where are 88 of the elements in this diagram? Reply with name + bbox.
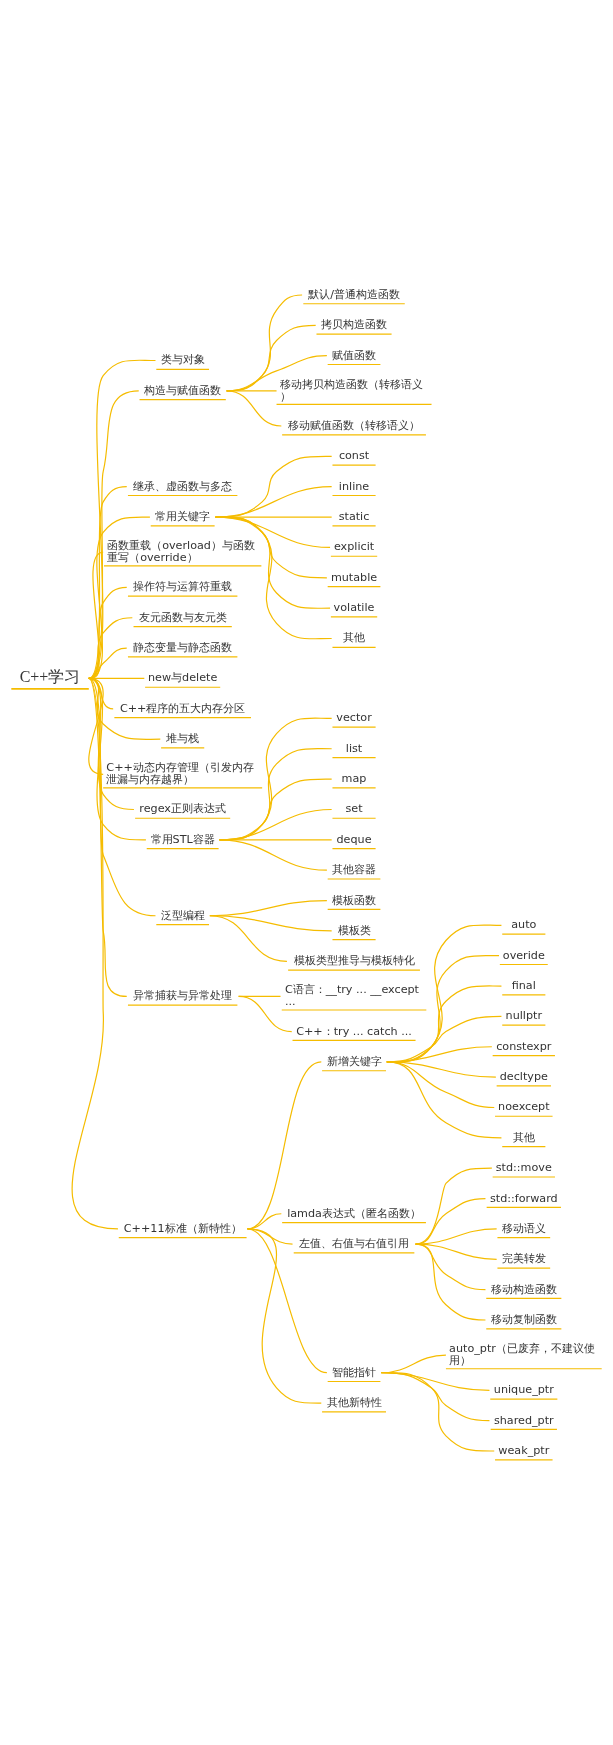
node-text: C++程序的五大内存分区	[119, 701, 246, 715]
connector	[414, 1243, 498, 1260]
connector	[88, 677, 157, 916]
node-text: 其他新特性	[326, 1395, 382, 1409]
node-text: 堆与栈	[166, 731, 200, 745]
node-text: 移动赋值函数（转移语义）	[288, 418, 421, 432]
connector	[88, 586, 128, 679]
node-text: 其他	[343, 630, 366, 644]
node-text: inline	[338, 479, 370, 493]
connector	[414, 1243, 487, 1321]
connector	[214, 515, 333, 639]
node-text: 完美转发	[501, 1251, 546, 1265]
node-text: final	[511, 978, 536, 992]
node-text: 新增关键字	[326, 1054, 382, 1068]
node-text: 类与对象	[160, 352, 205, 366]
connector	[386, 1060, 503, 1138]
connector	[88, 677, 104, 775]
node-text: shared_ptr	[493, 1413, 554, 1427]
connector	[218, 838, 328, 871]
node-text: 构造与赋值函数	[144, 383, 222, 397]
node-text: const	[338, 448, 370, 462]
node-text: C++学习	[19, 667, 81, 685]
node-text: list	[345, 741, 363, 755]
connector	[88, 647, 128, 679]
node-text: 泛型编程	[160, 908, 205, 922]
node-text: 继承、虚函数与多态	[133, 479, 233, 493]
node-text: map	[341, 771, 367, 785]
node-text: vector	[336, 710, 372, 724]
node-text: nullptr	[505, 1008, 543, 1022]
connector	[71, 677, 119, 1229]
node-text: volatile	[333, 600, 375, 614]
node-text: auto	[511, 917, 537, 931]
node-text: 模板函数	[332, 893, 377, 907]
connector	[238, 995, 293, 1032]
node-text: C++11标准（新特性）	[123, 1221, 242, 1235]
node-text: explicit	[333, 539, 375, 553]
connector	[226, 389, 282, 427]
connector	[88, 616, 133, 679]
node-text: 常用STL容器	[150, 832, 215, 846]
node-text: 静态变量与静态函数	[133, 640, 233, 654]
node-text: lamda表达式（匿名函数）	[287, 1206, 421, 1220]
connector	[88, 359, 157, 679]
node-text: overide	[502, 948, 545, 962]
node-text: noexcept	[498, 1099, 550, 1113]
node-text: deque	[336, 832, 372, 846]
node-text: 友元函数与友元类	[138, 610, 227, 624]
node-text: 常用关键字	[155, 509, 211, 523]
node-text: 移动复制函数	[490, 1312, 557, 1326]
node-text: 左值、右值与右值引用	[299, 1236, 410, 1250]
node-text: C++动态内存管理（引发内存泄漏与内存越界）	[106, 760, 254, 786]
node-text: 模板类	[337, 923, 371, 937]
node-text: 智能指针	[332, 1365, 377, 1379]
node-text: static	[338, 509, 370, 523]
connector	[88, 677, 147, 840]
node-text: constexpr	[496, 1039, 552, 1053]
node-text: 移动拷贝构造函数（转移语义）	[279, 377, 423, 403]
node-text: weak_ptr	[498, 1443, 550, 1457]
node-text: C语言：__try ... __except ...	[284, 982, 420, 1008]
connector	[88, 515, 151, 679]
node-text: mutable	[330, 570, 378, 584]
node-text: set	[345, 801, 363, 815]
node-text: 移动语义	[501, 1221, 546, 1235]
node-text: 其他容器	[332, 862, 377, 876]
node-text: std::move	[495, 1160, 552, 1174]
connector	[88, 677, 135, 810]
node-text: decltype	[499, 1069, 548, 1083]
node-text: 函数重载（overload）与函数重写（override）	[107, 538, 255, 564]
connector	[88, 389, 140, 679]
node-text: 默认/普通构造函数	[308, 287, 400, 301]
connector	[88, 485, 128, 679]
node-text: 模板类型推导与模板特化	[293, 953, 415, 967]
node-text: 赋值函数	[332, 348, 377, 362]
connector	[414, 1227, 498, 1245]
node-text: 异常捕获与异常处理	[133, 988, 233, 1002]
node-text: 操作符与运算符重载	[133, 579, 233, 593]
node-text: new与delete	[148, 670, 218, 684]
connector	[380, 1371, 495, 1452]
node-text: C++：try ... catch ...	[296, 1024, 412, 1038]
node-text: 拷贝构造函数	[321, 317, 388, 331]
node-text: auto_ptr（已废弃，不建议使用）	[449, 1341, 595, 1367]
connector	[246, 1227, 322, 1404]
node-text: 移动构造函数	[490, 1282, 557, 1296]
node-text: std::forward	[489, 1191, 558, 1205]
node-text: regex正则表达式	[139, 801, 226, 815]
node-text: 其他	[512, 1130, 535, 1144]
connector	[88, 677, 128, 997]
node-text: unique_ptr	[493, 1382, 554, 1396]
connector	[209, 914, 288, 962]
